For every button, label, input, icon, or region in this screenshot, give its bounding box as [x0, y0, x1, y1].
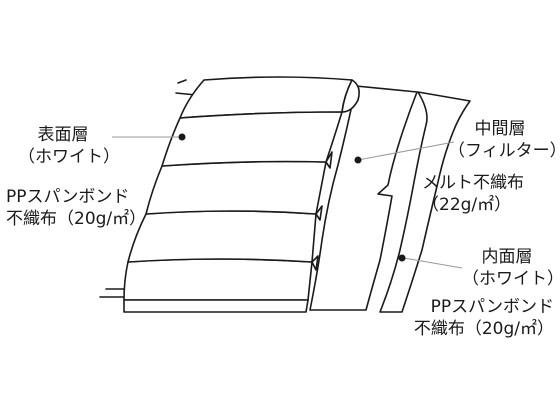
outer-pleat-1-curl — [341, 79, 360, 113]
outer-base-band — [123, 299, 309, 313]
outer-pleat-1-body — [161, 111, 343, 167]
outer-layer-name: 表面層 — [37, 125, 89, 145]
middle-layer-name: 中間層 — [474, 119, 526, 139]
outer-layer-spec-block: PPスパンボンド 不織布（20g/㎡） — [6, 186, 146, 230]
middle-leader-line — [357, 141, 455, 161]
outer-pleat-4-fold — [311, 255, 319, 271]
inner-layer-name: 内面層 — [481, 247, 533, 267]
inner-layer-color: （ホワイト） — [462, 269, 560, 289]
inner-layer-title-block: 内面層 （ホワイト） — [462, 246, 560, 290]
inner-layer-spec-block: PPスパンボンド 不織布（20g/㎡） — [396, 296, 554, 340]
outer-layer-material: PPスパンボンド — [6, 187, 130, 207]
middle-leader-dot — [354, 156, 362, 164]
middle-layer-sheet — [309, 85, 418, 311]
outer-pleat-3 — [127, 210, 317, 263]
outer-pleat-2-fold — [325, 151, 333, 169]
outer-layer-title-block: 表面層 （ホワイト） — [18, 124, 120, 168]
inner-leader-dot — [398, 254, 406, 262]
middle-layer-spec: （22g/㎡） — [422, 195, 512, 215]
inner-layer-spec: 不織布（20g/㎡） — [413, 319, 554, 339]
inner-layer-material: PPスパンボンド — [430, 297, 554, 317]
outer-leader-dot — [178, 133, 186, 141]
inner-leader-line — [403, 257, 463, 269]
middle-layer-material: メルト不織布 — [422, 173, 524, 193]
outer-pleat-4 — [123, 258, 313, 301]
middle-layer-title-block: 中間層 （フィルター） — [448, 118, 560, 162]
outer-pleat-3-fold — [315, 205, 323, 221]
outer-layer-spec: 不織布（20g/㎡） — [6, 209, 147, 229]
left-edge-stub-bottom — [99, 288, 125, 298]
middle-layer-spec-block: メルト不織布 （22g/㎡） — [422, 172, 524, 216]
outer-pleat-2 — [145, 160, 327, 215]
outer-layer-color: （ホワイト） — [18, 147, 120, 167]
middle-layer-type: （フィルター） — [448, 141, 560, 161]
